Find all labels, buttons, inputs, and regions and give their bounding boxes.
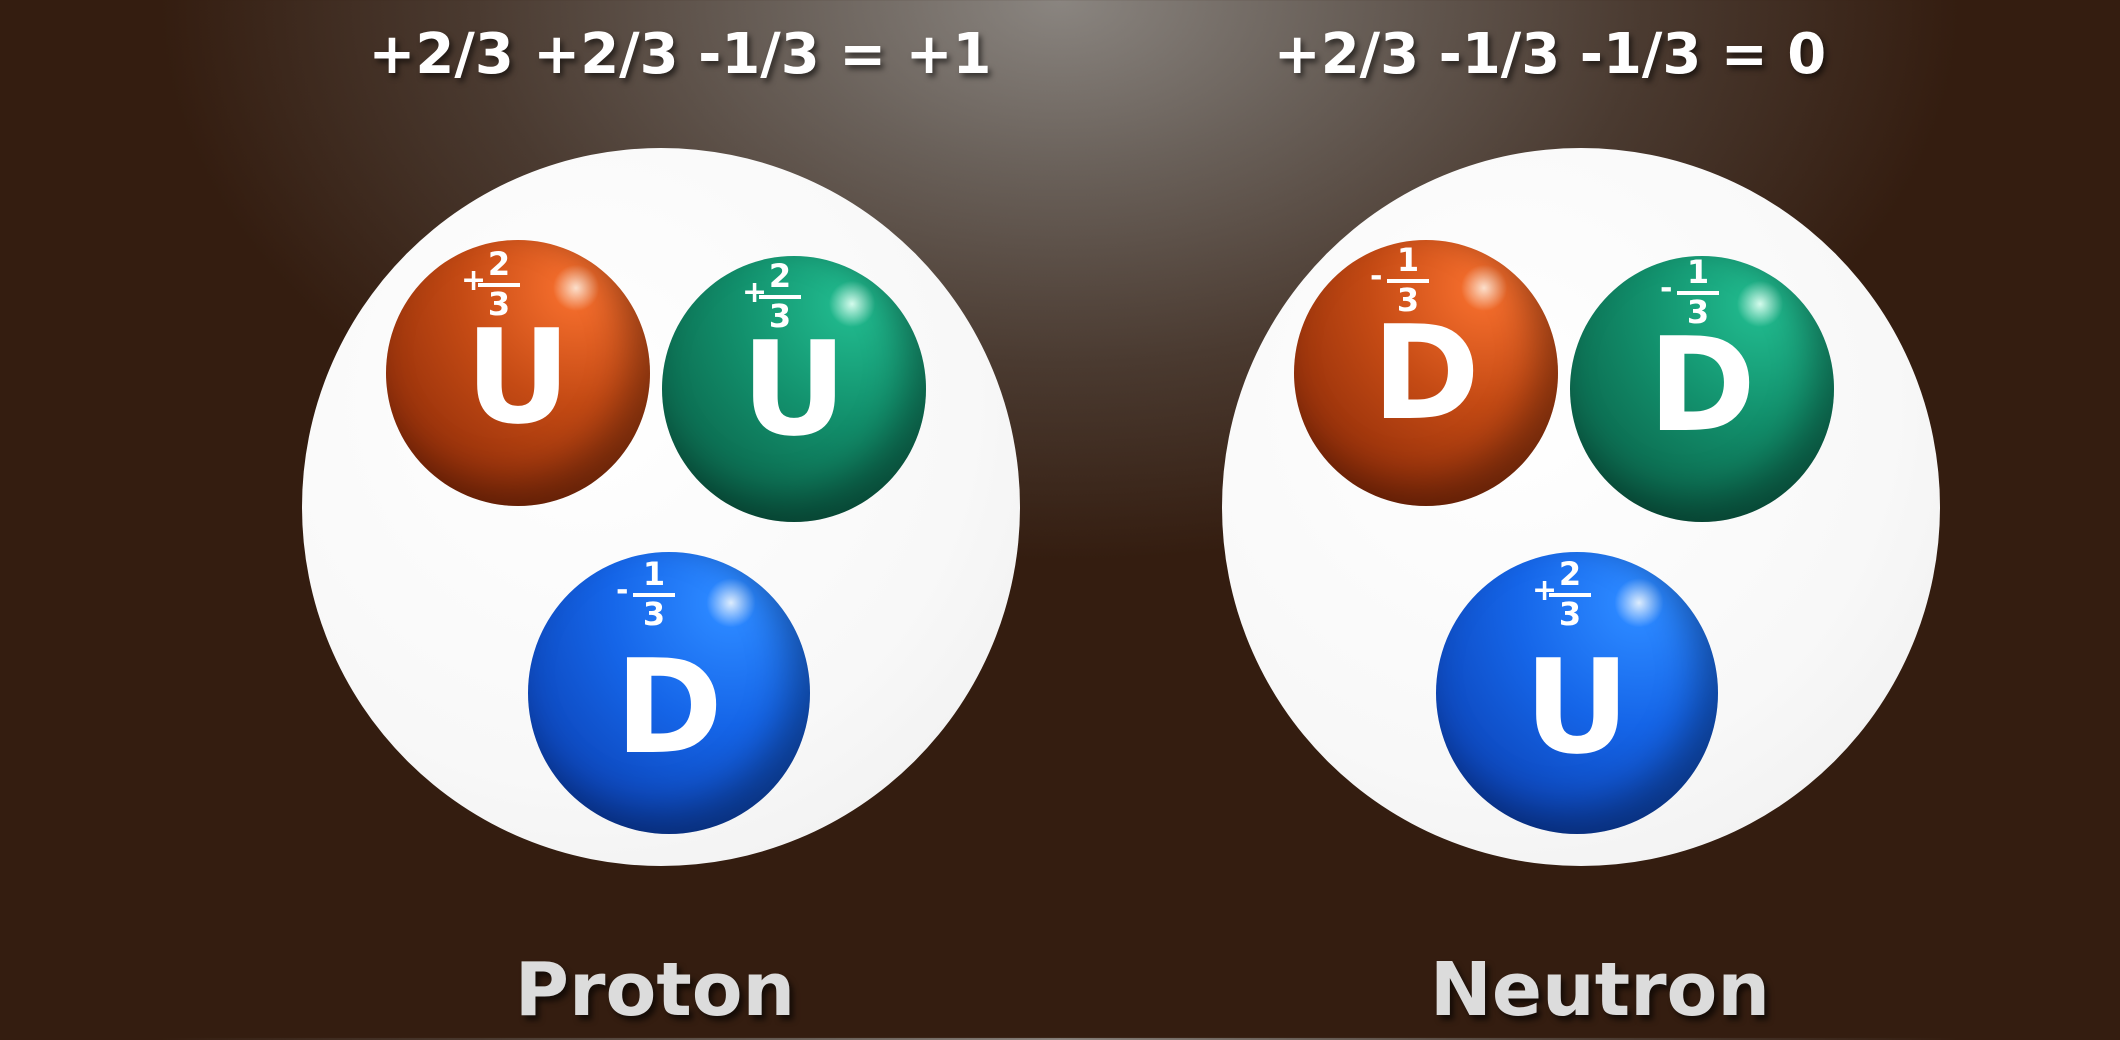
charge-numerator: 2 bbox=[487, 245, 511, 283]
proton-up-quark-red: U + 2 3 bbox=[386, 240, 650, 506]
neutron-down-quark-green: D - 1 3 bbox=[1570, 256, 1834, 522]
charge-denominator: 3 bbox=[1686, 293, 1710, 331]
charge-denominator: 3 bbox=[487, 285, 511, 323]
proton-charge-equation: +2/3 +2/3 -1/3 = +1 bbox=[368, 22, 992, 87]
fraction-bar bbox=[1387, 279, 1429, 283]
charge-numerator: 1 bbox=[1686, 253, 1710, 291]
quark-flavor-letter: D bbox=[615, 631, 723, 783]
neutron-label: Neutron bbox=[1429, 947, 1771, 1033]
fraction-bar bbox=[1677, 291, 1719, 295]
fraction-bar bbox=[478, 283, 520, 287]
charge-denominator: 3 bbox=[642, 595, 666, 633]
charge-numerator: 1 bbox=[1396, 241, 1420, 279]
charge-denominator: 3 bbox=[1396, 281, 1420, 319]
charge-sign: + bbox=[1532, 573, 1558, 608]
charge-sign: - bbox=[616, 573, 629, 608]
charge-denominator: 3 bbox=[768, 297, 792, 335]
neutron-down-quark-red: D - 1 3 bbox=[1294, 240, 1558, 506]
charge-denominator: 3 bbox=[1558, 595, 1582, 633]
quark-flavor-letter: D bbox=[1648, 309, 1756, 461]
proton-up-quark-green: U + 2 3 bbox=[662, 256, 926, 522]
neutron-charge-equation: +2/3 -1/3 -1/3 = 0 bbox=[1273, 22, 1827, 87]
charge-sign: - bbox=[1660, 271, 1673, 306]
quark-flavor-letter: D bbox=[1372, 297, 1480, 449]
fraction-bar bbox=[1549, 593, 1591, 597]
neutron-up-quark-blue: U + 2 3 bbox=[1436, 552, 1718, 834]
quark-flavor-letter: U bbox=[1524, 631, 1630, 783]
fraction-bar bbox=[633, 593, 675, 597]
proton-down-quark-blue: D - 1 3 bbox=[528, 552, 810, 834]
fraction-bar bbox=[759, 295, 801, 299]
charge-sign: + bbox=[461, 263, 487, 298]
charge-sign: + bbox=[742, 275, 768, 310]
charge-numerator: 1 bbox=[642, 555, 666, 593]
quark-flavor-letter: U bbox=[465, 301, 571, 453]
charge-sign: - bbox=[1370, 259, 1383, 294]
proton-label: Proton bbox=[514, 947, 796, 1033]
quark-flavor-letter: U bbox=[741, 313, 847, 465]
charge-numerator: 2 bbox=[1558, 555, 1582, 593]
charge-numerator: 2 bbox=[768, 257, 792, 295]
